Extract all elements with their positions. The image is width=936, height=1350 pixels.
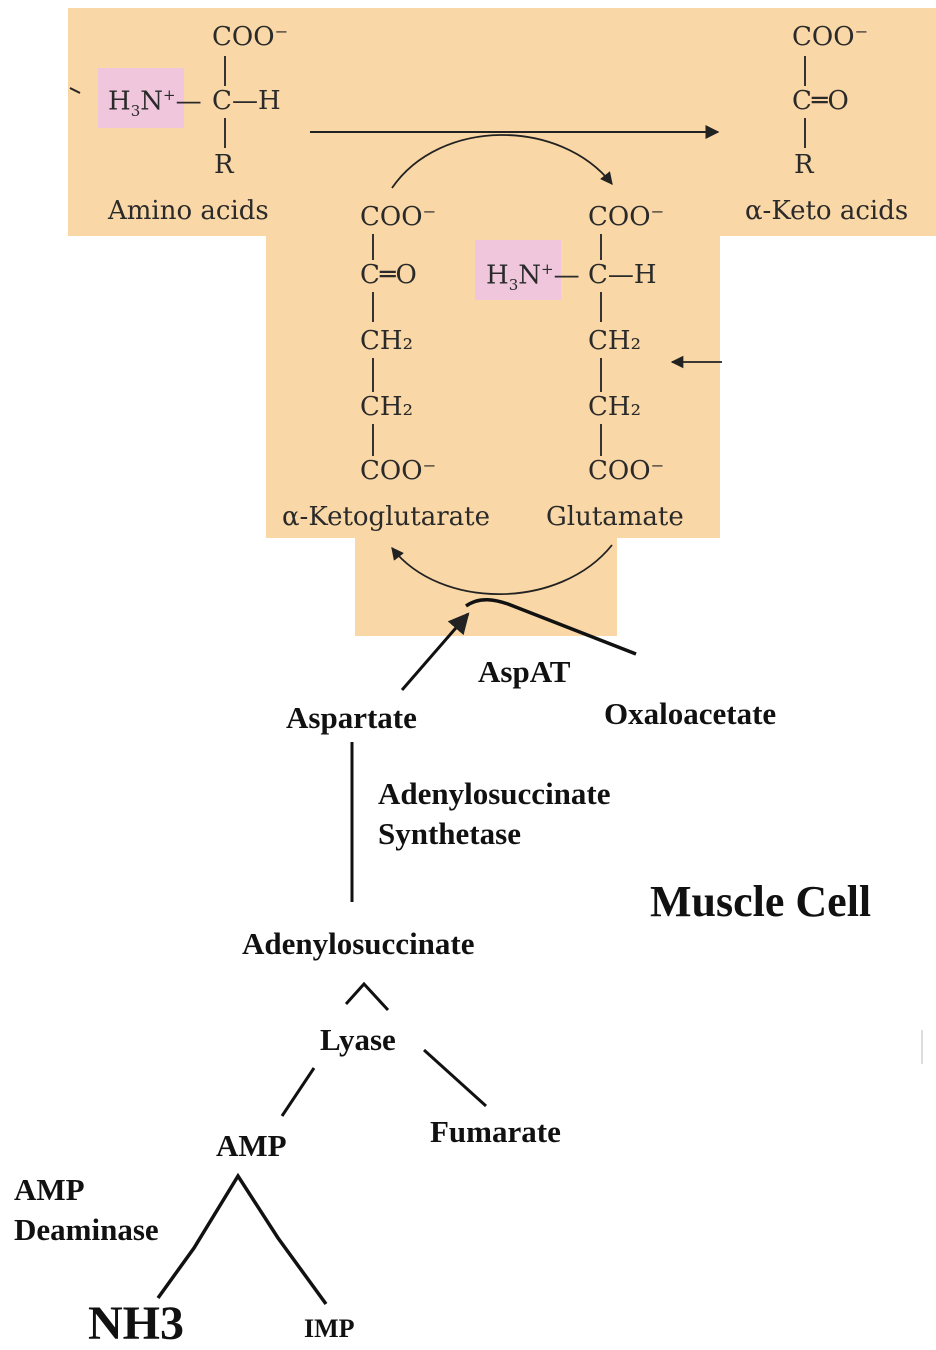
glu-bond-3 [600, 358, 602, 392]
ketoglutarate-row-2: C═O [360, 260, 417, 290]
keto-acid-top: COO⁻ [792, 22, 869, 52]
amino-acid-right: —H [232, 86, 281, 116]
synthetase-label-line1: Adenylosuccinate [378, 776, 611, 811]
ketoglutarate-row-1: COO⁻ [360, 202, 437, 232]
glutamate-row-3: CH₂ [588, 326, 641, 356]
keto-acid-bond-up [804, 56, 806, 86]
amino-acid-bottom: R [214, 150, 234, 180]
lyase-to-fumarate [422, 1048, 488, 1108]
amino-acid-bond-down [224, 118, 226, 148]
glutamate-amine: H3N+— [486, 260, 580, 294]
fumarate-label: Fumarate [430, 1114, 561, 1149]
deaminase-label-line1: AMP [14, 1172, 85, 1207]
ketoglutarate-label: α-Ketoglutarate [282, 502, 490, 532]
muscle-cell-label: Muscle Cell [650, 877, 872, 926]
keto-acid-bond-down [804, 118, 806, 148]
panel-top [68, 8, 936, 236]
lyase-to-amp [280, 1067, 316, 1117]
aspartate-label: Aspartate [286, 700, 417, 735]
amino-acid-amine: H3N+— [108, 86, 202, 120]
deaminase-label-line2: Deaminase [14, 1212, 159, 1247]
adenylosuccinate-label: Adenylosuccinate [242, 926, 475, 961]
nh3-label: NH3 [88, 1297, 184, 1350]
entry-tick [69, 87, 81, 94]
ketoglutarate-row-5: COO⁻ [360, 456, 437, 486]
keto-acid-label: α-Keto acids [745, 196, 909, 226]
amp-split [156, 1172, 328, 1306]
amp-label: AMP [216, 1128, 287, 1163]
kg-bond-2 [372, 292, 374, 322]
kg-bond-1 [372, 234, 374, 260]
oxaloacetate-line [464, 598, 637, 656]
glu-bond-4 [600, 424, 602, 456]
lower-cycle-arrow [391, 544, 613, 595]
oxaloacetate-label: Oxaloacetate [604, 696, 777, 731]
ketoglutarate-row-4: CH₂ [360, 392, 413, 422]
amino-acid-center: C [212, 86, 232, 116]
imp-label: IMP [304, 1314, 355, 1343]
aspat-label: AspAT [478, 654, 571, 689]
amine-highlight-glutamate [475, 240, 561, 300]
amine-highlight-amino-acid [98, 68, 184, 128]
glutamate-row-4: CH₂ [588, 392, 641, 422]
glutamate-label: Glutamate [546, 502, 684, 532]
glutamate-row-1: COO⁻ [588, 202, 665, 232]
aspartate-arrow [400, 612, 470, 691]
lyase-split [344, 981, 390, 1012]
amino-acid-label: Amino acids [108, 196, 269, 226]
kg-bond-4 [372, 424, 374, 456]
lyase-label: Lyase [320, 1022, 396, 1057]
amino-acid-top: COO⁻ [212, 22, 289, 52]
keto-acid-bottom: R [794, 150, 814, 180]
synthetase-label-line2: Synthetase [378, 816, 521, 851]
glu-bond-2 [600, 292, 602, 322]
upper-cycle-arrow [391, 134, 613, 189]
keto-acid-center: C═O [792, 86, 849, 116]
glu-bond-1 [600, 234, 602, 260]
glutamate-row-5: COO⁻ [588, 456, 665, 486]
glutamate-row-2: C—H [588, 260, 657, 290]
ketoglutarate-row-3: CH₂ [360, 326, 413, 356]
kg-bond-3 [372, 358, 374, 392]
amino-acid-bond-up [224, 56, 226, 86]
